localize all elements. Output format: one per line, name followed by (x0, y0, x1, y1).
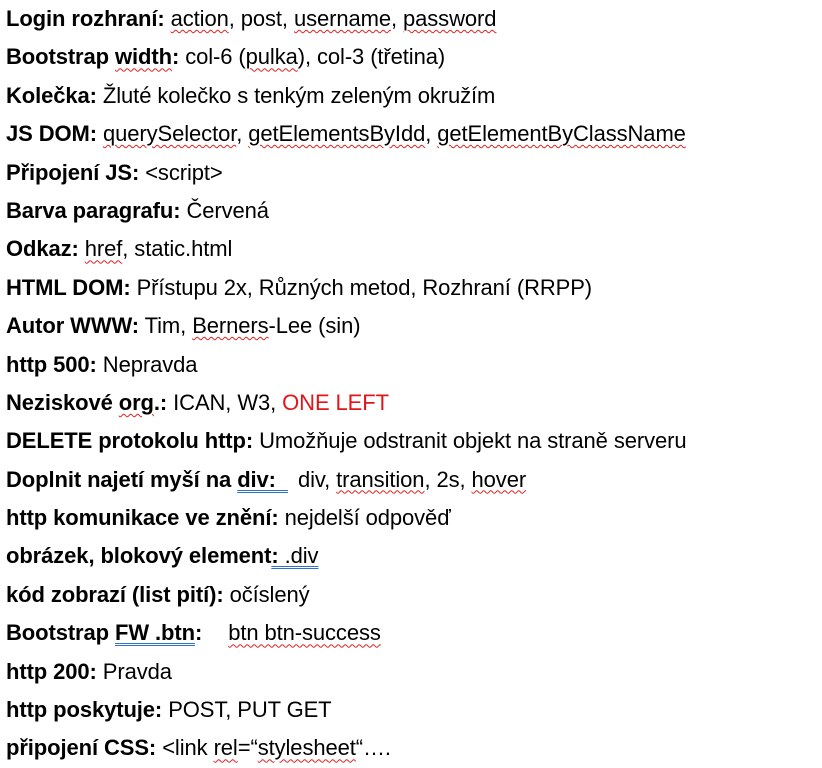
line-value: stylesheet (257, 735, 356, 761)
line-value: action (170, 6, 229, 31)
line-http-200: http 200: Pravda (6, 653, 820, 691)
line-delete: DELETE protokolu http: Umožňuje odstrani… (6, 422, 820, 460)
line-value: username (293, 6, 391, 31)
line-html-dom: HTML DOM: Přístupu 2x, Různých metod, Ro… (6, 269, 820, 307)
line-autor-www: Autor WWW: Tim, Berners-Lee (sin) (6, 307, 820, 345)
line-obrazek: obrázek, blokový element: .div (6, 537, 820, 575)
line-value: , (236, 121, 249, 147)
line-value: pulka (245, 44, 298, 70)
line-value: Tim, (144, 313, 193, 339)
line-value: .div (278, 543, 319, 569)
line-label: HTML DOM: (6, 274, 131, 300)
line-value: , 2s, (424, 466, 472, 492)
line-label: Bootstrap (6, 620, 116, 646)
line-kolecka: Kolečka: Žluté kolečko s tenkým zeleným … (6, 77, 820, 115)
line-label: Neziskové (6, 389, 119, 415)
line-label: obrázek, blokový element (6, 543, 272, 569)
document-body: Login rozhraní: action, post, username , … (6, 0, 820, 768)
line-value: nejdelší odpověď (284, 505, 451, 531)
line-js-dom: JS DOM: querySelector, getElementsByIdd,… (6, 115, 820, 153)
line-label: div: (237, 466, 288, 492)
line-value: hover (471, 466, 527, 492)
line-value: Přístupu 2x, Různých metod, Rozhraní (RR… (136, 274, 593, 300)
line-http-komunikace: http komunikace ve znění: nejdelší odpov… (6, 499, 820, 537)
line-label: DELETE protokolu http: (6, 428, 254, 454)
line-value: ICAN, W3, (173, 389, 283, 415)
line-label: : (271, 543, 279, 569)
line-bootstrap-width: Bootstrap width: col-6 (pulka), col-3 (t… (6, 38, 820, 76)
line-value: rel (213, 735, 238, 761)
line-doplnit: Doplnit najetí myší na div: div, transit… (6, 461, 820, 499)
line-value: <link (162, 735, 214, 761)
line-label: FW .btn (115, 620, 195, 646)
line-pripojeni-css: připojení CSS: <link rel=“stylesheet“…. (6, 729, 820, 767)
line-neziskove: Neziskové org.: ICAN, W3, ONE LEFT (6, 384, 820, 422)
line-value: , post, (228, 6, 294, 31)
line-value: Žluté kolečko s tenkým zeleným okružím (102, 82, 496, 108)
line-value: href (84, 236, 123, 262)
line-value: div, (297, 466, 337, 492)
line-label: .: (153, 389, 168, 415)
line-value: , (390, 6, 404, 31)
line-value: <script> (145, 159, 223, 185)
line-value: col-6 ( (185, 44, 246, 70)
line-label: Doplnit najetí myší na (6, 466, 238, 492)
line-label: Připojení JS: (6, 159, 140, 185)
line-label: http komunikace ve znění: (6, 505, 279, 531)
line-odkaz: Odkaz: href, static.html (6, 230, 820, 268)
line-label: : (171, 44, 180, 70)
line-value: Nepravda (102, 351, 198, 377)
line-value: , static.html (122, 236, 233, 262)
line-label: Bootstrap (6, 44, 116, 70)
line-value: “…. (355, 735, 391, 761)
line-label: width (115, 44, 172, 70)
line-value: password (403, 6, 497, 31)
line-http-500: http 500: Nepravda (6, 346, 820, 384)
line-label: http 500: (6, 351, 97, 377)
line-value: getElementsByIdd (248, 121, 426, 147)
line-bootstrap-btn: Bootstrap FW .btn: btn btn-success (6, 614, 820, 652)
line-label: připojení CSS: (6, 735, 157, 761)
line-label: : (194, 620, 203, 646)
line-value: Pravda (102, 658, 172, 684)
line-value: getElementByClassName (437, 121, 686, 147)
line-label: http 200: (6, 658, 97, 684)
line-label: http poskytuje: (6, 697, 163, 723)
line-label: Odkaz: (6, 236, 79, 262)
line-value: btn btn-success (228, 620, 381, 646)
line-value: transition (336, 466, 425, 492)
line-value: očíslený (229, 581, 310, 607)
line-value: , (425, 121, 438, 147)
line-barva: Barva paragrafu: Červená (6, 192, 820, 230)
line-label: Login rozhraní: (6, 6, 165, 31)
line-label: kód zobrazí (list pití): (6, 581, 224, 607)
line-value: =“ (237, 735, 258, 761)
line-label: Barva paragrafu: (6, 197, 181, 223)
line-value: Červená (186, 197, 269, 223)
line-value: ), col-3 (třetina) (297, 44, 446, 70)
line-value-highlight: ONE LEFT (282, 389, 389, 415)
line-value: POST, PUT GET (168, 697, 332, 723)
line-value: Umožňuje odstranit objekt na straně serv… (259, 428, 687, 454)
line-label: JS DOM: (6, 121, 97, 147)
line-label: Autor WWW: (6, 313, 139, 339)
line-http-poskytuje: http poskytuje: POST, PUT GET (6, 691, 820, 729)
line-label: org (118, 389, 154, 415)
line-value: Berners (192, 313, 269, 339)
line-kod-zobrazi: kód zobrazí (list pití): očíslený (6, 576, 820, 614)
line-value: -Lee (sin) (268, 313, 361, 339)
line-pripojeni-js: Připojení JS: <script> (6, 154, 820, 192)
line-value: querySelector (103, 121, 237, 147)
line-login: Login rozhraní: action, post, username, … (6, 0, 820, 38)
line-label: Kolečka: (6, 82, 97, 108)
